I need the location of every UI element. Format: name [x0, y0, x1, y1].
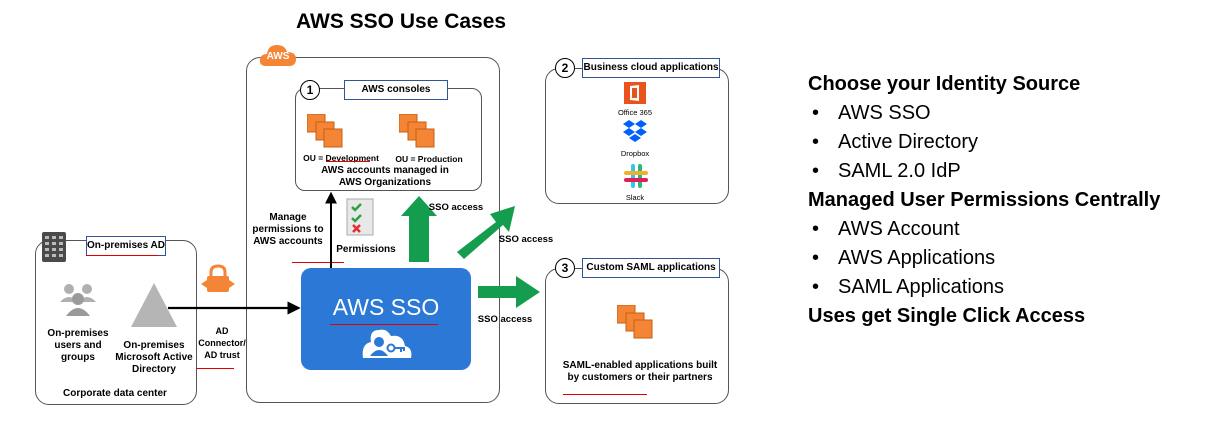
annotation-underline [292, 262, 344, 263]
identity-source-aws-sso: AWS SSO [838, 102, 931, 124]
office365-label: Office 365 [617, 108, 653, 117]
permission-aws-account: AWS Account [838, 218, 960, 240]
consoles-managed-label: AWS accounts managed in AWS Organization… [321, 165, 449, 188]
diagram-title: AWS SSO Use Cases [296, 10, 507, 33]
manage-permissions-label: Manage permissions to AWS accounts [252, 212, 324, 247]
connector-label: AD Connector/ AD trust [198, 326, 246, 360]
annotation-underline [196, 368, 234, 369]
aws-badge: AWS [266, 51, 290, 62]
list-item: • AWS Account [808, 215, 1160, 244]
user-key-icon [359, 326, 415, 360]
ou-development-icon [306, 113, 343, 148]
onprem-users-label: On-premises users and groups [47, 328, 109, 363]
list-item: • Active Directory [808, 128, 1160, 157]
saml-apps-header: Custom SAML applications [582, 258, 720, 278]
aws-cloud-icon: AWS [258, 42, 298, 68]
bullet: • [812, 247, 820, 269]
heading-identity-source: Choose your Identity Source [808, 73, 1081, 95]
ou-production-icon [398, 113, 435, 148]
annotation-underline [330, 324, 438, 325]
identity-source-saml: SAML 2.0 IdP [838, 160, 961, 182]
aws-sso-box: AWS SSO [301, 268, 471, 370]
ou-production-label: OU = Production [395, 154, 463, 164]
dropbox-icon [622, 118, 648, 142]
bullet: • [812, 131, 820, 153]
bullet: • [812, 160, 820, 182]
directory-triangle-icon [131, 283, 177, 327]
consoles-header: AWS consoles [344, 80, 448, 100]
annotation-underline [86, 255, 158, 256]
heading-permissions: Managed User Permissions Centrally [808, 189, 1161, 211]
permissions-checklist-icon [346, 198, 374, 236]
sso-access-arrow-up [401, 196, 437, 262]
step-number-3: 3 [555, 258, 575, 278]
permission-saml-applications: SAML Applications [838, 276, 1005, 298]
list-item: • SAML Applications [808, 273, 1160, 302]
annotation-underline [563, 394, 647, 395]
list-item: • AWS Applications [808, 244, 1160, 273]
annotation-underline [326, 161, 370, 162]
bullet: • [812, 102, 820, 124]
onprem-footer: Corporate data center [63, 388, 167, 399]
right-panel: Choose your Identity Source • AWS SSO • Ac… [808, 70, 1160, 331]
sso-access-label-up: SSO access [428, 202, 484, 213]
list-item: • AWS SSO [808, 99, 1160, 128]
bullet: • [812, 276, 820, 298]
aws-sso-label: AWS SSO [332, 294, 440, 320]
ou-development-label: OU = Development [303, 153, 379, 163]
sso-access-label-diagonal: SSO access [498, 234, 554, 245]
permissions-label: Permissions [336, 244, 396, 255]
bullet: • [812, 218, 820, 240]
saml-app-icon [616, 304, 653, 339]
step-number-1: 1 [300, 80, 320, 100]
users-group-icon [55, 282, 101, 318]
sso-access-arrow-right [478, 276, 540, 308]
connector-lock-icon [201, 264, 235, 294]
dropbox-label: Dropbox [620, 149, 650, 158]
identity-source-active-directory: Active Directory [838, 131, 979, 153]
office365-icon [624, 82, 646, 104]
slack-label: Slack [625, 193, 645, 202]
permission-aws-applications: AWS Applications [838, 247, 996, 269]
sso-access-arrow-diagonal [457, 206, 515, 259]
list-item: • SAML 2.0 IdP [808, 157, 1160, 186]
step-number-2: 2 [555, 58, 575, 78]
business-apps-header: Business cloud applications [582, 58, 720, 78]
saml-caption: SAML-enabled applications built by custo… [562, 360, 718, 383]
sso-access-label-right: SSO access [477, 314, 533, 325]
server-rack-icon [41, 232, 67, 262]
onprem-directory-label: On-premises Microsoft Active Directory [115, 340, 193, 375]
heading-single-click: Uses get Single Click Access [808, 305, 1086, 327]
slack-icon [624, 164, 648, 188]
